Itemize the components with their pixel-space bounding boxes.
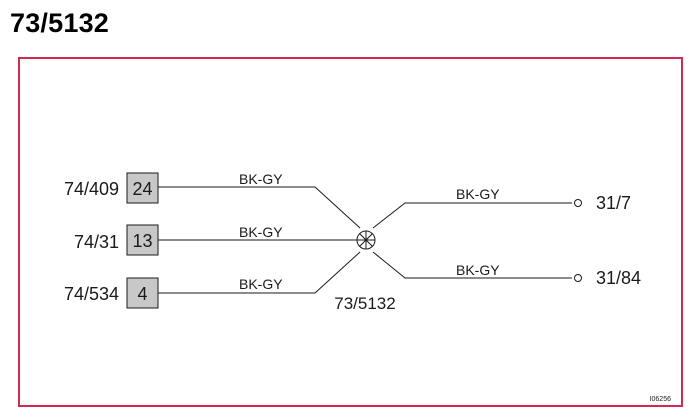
pin-box-1 bbox=[126, 172, 159, 204]
wire-label-output-2: BK-GY bbox=[456, 262, 500, 278]
output-label-1: 31/7 bbox=[596, 193, 631, 213]
splice-symbol bbox=[356, 230, 376, 250]
wire-line-input-3 bbox=[158, 251, 361, 294]
terminal-output-1 bbox=[574, 199, 582, 207]
wire-line-output-1 bbox=[372, 202, 572, 229]
page-title: 73/5132 bbox=[10, 8, 109, 38]
wire-line-input-1 bbox=[158, 186, 361, 229]
wire-label-input-2: BK-GY bbox=[239, 224, 283, 240]
pin-box-3 bbox=[126, 277, 159, 309]
pin-number-1: 24 bbox=[132, 179, 152, 199]
pin-number-2: 13 bbox=[132, 231, 152, 251]
figure-id: I06256 bbox=[650, 396, 672, 403]
output-label-2: 31/84 bbox=[596, 268, 641, 288]
connector-label-1: 74/409 bbox=[64, 179, 119, 199]
pin-box-2 bbox=[126, 224, 159, 256]
connector-label-2: 74/31 bbox=[74, 232, 119, 252]
wire-label-input-1: BK-GY bbox=[239, 171, 283, 187]
terminal-output-2 bbox=[574, 274, 582, 282]
wire-line-output-2 bbox=[372, 251, 572, 279]
wire-label-input-3: BK-GY bbox=[239, 276, 283, 292]
pin-number-3: 4 bbox=[137, 284, 147, 304]
diagram-frame bbox=[18, 57, 683, 407]
wire-label-output-1: BK-GY bbox=[456, 186, 500, 202]
splice-label: 73/5132 bbox=[334, 294, 395, 313]
connector-label-3: 74/534 bbox=[64, 284, 119, 304]
